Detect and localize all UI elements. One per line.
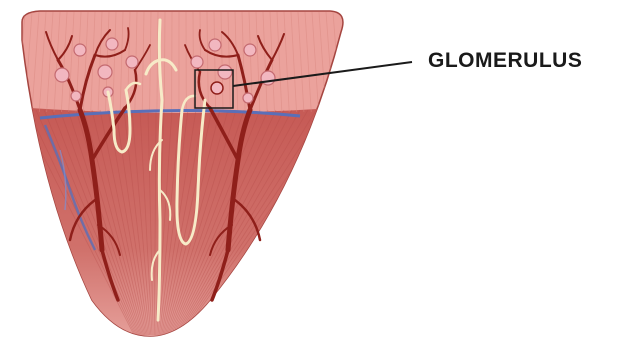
pyramid-body xyxy=(0,11,345,343)
glomerulus-label: GLOMERULUS xyxy=(428,49,582,73)
